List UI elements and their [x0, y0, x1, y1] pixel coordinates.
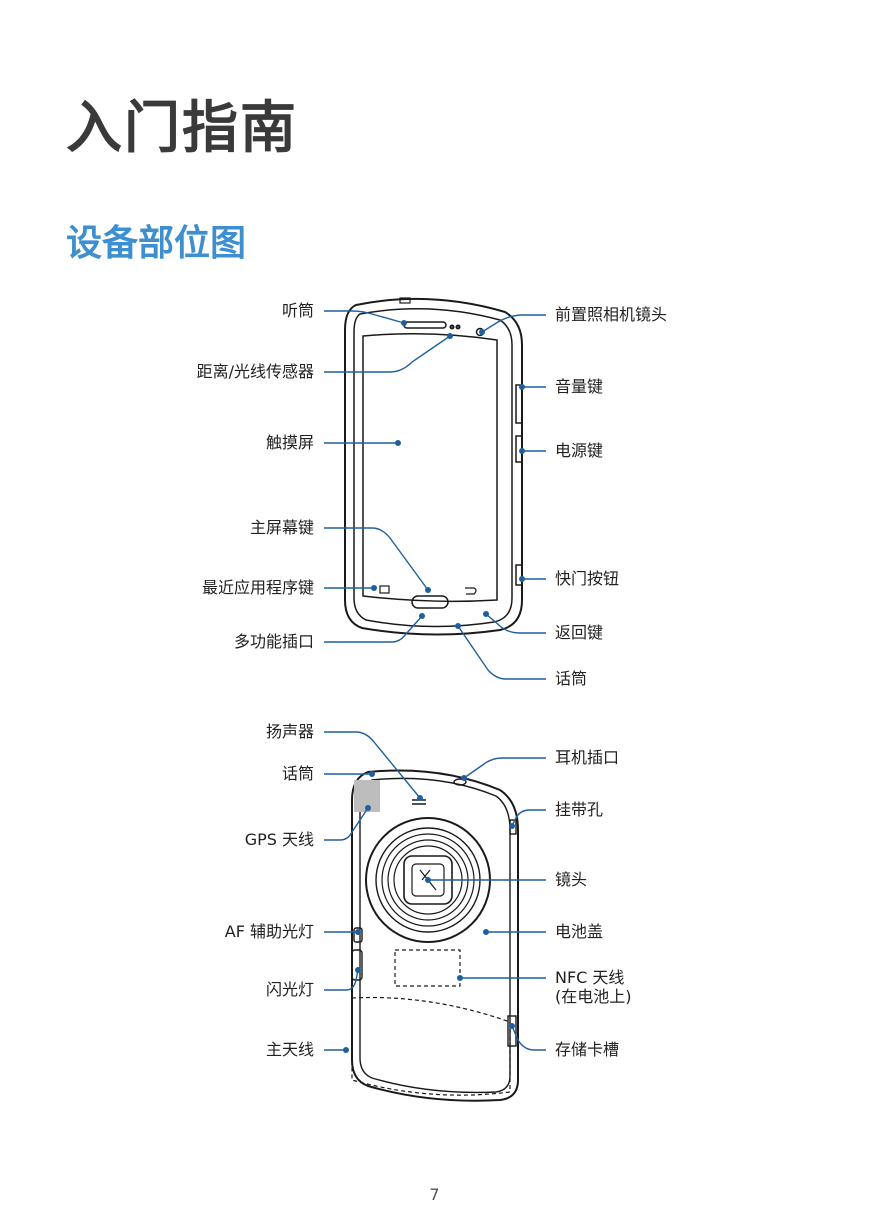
label-receiver: 听筒 — [281, 301, 314, 320]
front-callout-dots — [371, 320, 525, 629]
label-power-key: 电源键 — [555, 441, 604, 460]
label-recent-apps-key: 最近应用程序键 — [201, 578, 314, 597]
section-title: 设备部位图 — [66, 223, 247, 264]
label-gps-antenna: GPS 天线 — [244, 830, 314, 849]
label-strap-hole: 挂带孔 — [555, 800, 604, 819]
label-proximity-light-sensor: 距离/光线传感器 — [196, 362, 314, 381]
phone-front — [344, 297, 523, 636]
label-flash: 闪光灯 — [265, 980, 314, 999]
label-nfc-antenna: NFC 天线 — [555, 968, 625, 987]
label-shutter-button: 快门按钮 — [555, 569, 620, 588]
label-headset-jack: 耳机插口 — [555, 748, 620, 767]
label-multipurpose-jack: 多功能插口 — [233, 632, 314, 651]
page-number: 7 — [429, 1185, 440, 1204]
label-back-key: 返回键 — [555, 623, 604, 642]
label-microphone-front: 话筒 — [555, 669, 588, 688]
back-callouts — [324, 731, 546, 1051]
label-volume-key: 音量键 — [555, 377, 604, 396]
label-battery-cover: 电池盖 — [555, 922, 604, 941]
label-main-antenna: 主天线 — [265, 1040, 314, 1059]
label-microphone-back: 话筒 — [281, 764, 314, 783]
label-front-camera: 前置照相机镜头 — [555, 305, 668, 324]
front-callouts — [324, 310, 546, 680]
label-touchscreen: 触摸屏 — [265, 433, 314, 452]
label-speaker: 扬声器 — [265, 722, 314, 741]
phone-back — [351, 769, 519, 1102]
chapter-title: 入门指南 — [66, 96, 298, 161]
label-af-assist-light: AF 辅助光灯 — [224, 922, 314, 941]
label-home-key: 主屏幕键 — [249, 518, 314, 537]
label-memory-card-slot: 存储卡槽 — [555, 1040, 620, 1059]
label-nfc-antenna-note: (在电池上) — [555, 987, 632, 1006]
back-callout-dots — [343, 771, 515, 1053]
label-lens: 镜头 — [555, 870, 588, 889]
